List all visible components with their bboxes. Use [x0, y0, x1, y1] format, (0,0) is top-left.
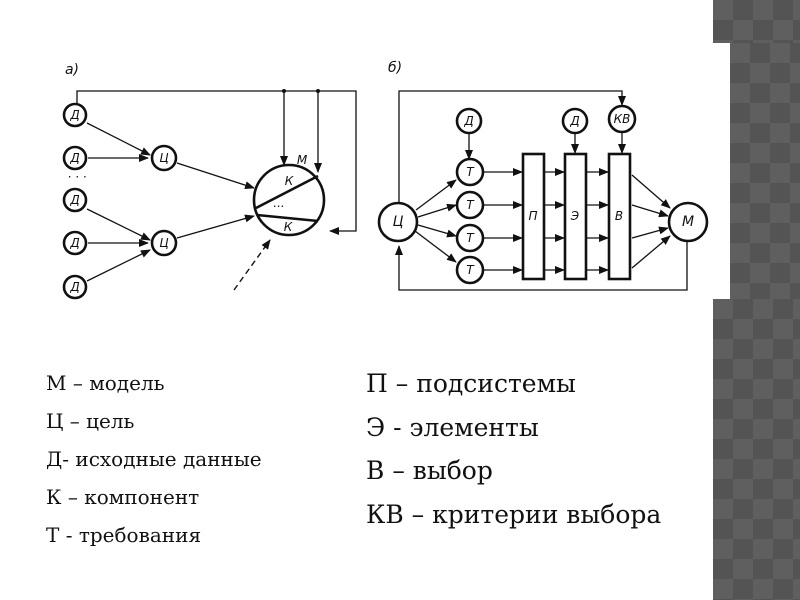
arrow [631, 226, 669, 239]
component-label: К [284, 220, 293, 234]
component-label: К [285, 174, 294, 188]
selection-block: В [607, 152, 632, 281]
arrow [631, 235, 671, 269]
goal-node: Ц [150, 229, 178, 257]
svg-text:Ц: Ц [159, 151, 168, 165]
svg-text:Т: Т [466, 263, 475, 277]
svg-text:Э: Э [570, 209, 580, 223]
arrow [86, 249, 151, 282]
data-node: Д [62, 187, 88, 213]
requirement-node: Т [455, 157, 485, 187]
requirement-node: Т [455, 190, 485, 220]
svg-text:Т: Т [466, 231, 475, 245]
diagram-b: б) Ц Т [377, 60, 709, 291]
data-node: Д [561, 107, 589, 135]
data-node: Д [62, 230, 88, 256]
goal-node: Ц [377, 201, 419, 243]
arrow [86, 122, 151, 156]
svg-text:Т: Т [466, 165, 475, 179]
svg-text:Ц: Ц [159, 236, 168, 250]
svg-text:Д: Д [569, 114, 579, 128]
svg-text:Ц: Ц [393, 214, 404, 230]
arrow [631, 174, 671, 209]
svg-text:Д: Д [69, 108, 79, 122]
legend-item: К – компонент [46, 485, 200, 509]
requirement-node: Т [455, 223, 485, 253]
elements-block: Э [563, 152, 588, 281]
legend-item: М – модель [46, 371, 165, 395]
svg-text:КВ: КВ [614, 112, 631, 126]
subsystems-block: П [521, 152, 546, 281]
arrow [415, 179, 457, 211]
data-node: Д [62, 274, 88, 300]
feedback-line [395, 238, 688, 291]
svg-text:В: В [615, 209, 623, 223]
diagram-b-label: б) [388, 60, 402, 76]
arrow [417, 224, 457, 238]
data-node: Д [455, 107, 483, 135]
legend-item: Д- исходные данные [46, 447, 262, 471]
legend-item: Э - элементы [366, 412, 539, 442]
svg-text:П: П [528, 209, 537, 223]
arrow [176, 162, 255, 190]
decorative-panel [730, 43, 800, 299]
decorative-panel [713, 299, 800, 600]
arrow [86, 208, 151, 241]
legend-left: М – модель Ц – цель Д- исходные данные К… [46, 364, 262, 554]
feedback-line [76, 90, 357, 235]
legend-item: КВ – критерии выбора [366, 499, 662, 529]
model-ellipsis: ... [273, 196, 284, 210]
data-node: Д [62, 102, 88, 128]
svg-text:Д: Д [69, 280, 79, 294]
dashed-arrow [233, 239, 271, 291]
goal-node: Ц [150, 144, 178, 172]
svg-text:Д: Д [463, 114, 473, 128]
svg-text:Т: Т [466, 198, 475, 212]
svg-text:Д: Д [69, 151, 79, 165]
legend-item: Ц – цель [46, 409, 135, 433]
svg-text:Д: Д [69, 193, 79, 207]
legend-right: П – подсистемы Э - элементы В – выбор КВ… [366, 362, 661, 536]
legend-item: В – выбор [366, 456, 493, 485]
model-node: М К ... К [252, 153, 326, 237]
diagram-a-label: а) [65, 62, 79, 78]
arrow [414, 230, 457, 263]
arrow [631, 204, 669, 218]
model-label: М [297, 153, 308, 167]
decorative-panel [713, 0, 800, 43]
feedback-line [398, 90, 626, 202]
model-node: М [667, 201, 709, 243]
legend-item: Т - требования [46, 523, 202, 547]
ellipsis: · · · [67, 170, 86, 184]
legend-item: П – подсистемы [366, 369, 576, 398]
diagram-a: а) Д Д · · · Д Д Д Ц Ц М [62, 62, 357, 300]
data-node: Д [62, 145, 88, 171]
svg-text:М: М [682, 214, 694, 230]
arrow [176, 214, 255, 239]
criteria-node: КВ [607, 104, 637, 134]
requirement-node: Т [455, 255, 485, 285]
arrow [417, 203, 457, 218]
svg-text:Д: Д [69, 236, 79, 250]
